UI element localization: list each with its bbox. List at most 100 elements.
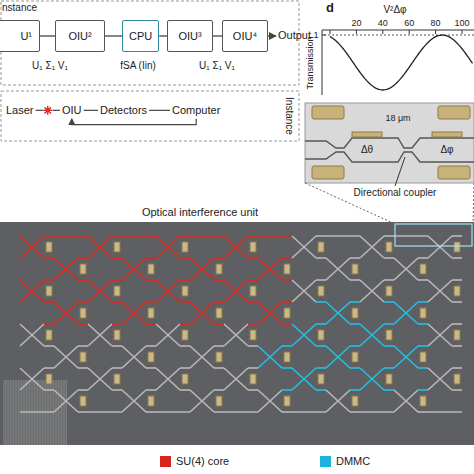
waveguide [78,301,88,303]
tick-mark [435,30,436,34]
waveguide [384,257,394,259]
waveguide [20,324,44,346]
waveguide [384,301,394,303]
waveguide [224,236,248,258]
waveguide [360,411,394,413]
heater-pad [352,264,358,274]
waveguide [258,390,282,412]
waveguide [418,279,428,281]
waveguide [428,411,462,413]
waveguide [44,323,54,325]
waveguide [282,389,292,391]
waveguide [54,302,78,324]
waveguide [78,367,88,369]
waveguide [88,411,122,413]
waveguide [360,236,384,258]
waveguide [326,346,350,368]
waveguide [452,235,462,237]
waveguide [112,279,122,281]
waveguide [326,390,350,412]
wire-bundle [7,380,8,445]
heater-pad [250,374,256,384]
waveguide [384,323,394,325]
waveguide [214,279,224,281]
laser-symbol [43,106,52,115]
label-text: 100 [454,18,469,28]
heater-pad [250,286,256,296]
waveguide [54,258,78,280]
waveguide [78,389,88,391]
legend-text: DMMC [336,455,370,468]
legend-swatch [160,456,171,467]
heater-pad [386,242,392,252]
waveguide [20,280,44,302]
reference-line [324,35,474,36]
label-text: Detectors [100,104,147,117]
waveguide [190,258,214,280]
waveguide [326,390,350,412]
heater-pad [46,242,52,252]
waveguide [326,302,350,324]
label-text: Transmission [305,36,315,89]
wire-bundle [8,380,9,445]
waveguide [292,324,316,346]
legend-swatch [320,456,331,467]
heater-pad [454,242,460,252]
waveguide [54,346,78,368]
heater-pad [318,330,324,340]
waveguide [292,280,316,302]
waveguide [350,389,360,391]
waveguide [394,258,418,280]
contact-pad [312,106,344,119]
waveguide [394,390,418,412]
legend-text: SU(4) core [176,455,229,468]
waveguide [44,345,54,347]
waveguide [78,279,88,281]
box-label: OIU² [68,30,91,42]
waveguide [156,236,180,258]
box-label: OIU³ [178,30,201,42]
waveguide [452,323,462,325]
tick-mark [356,30,357,34]
label-text: U₁ Σ₁ V₁ [199,60,235,72]
waveguide [258,258,282,280]
waveguide [88,236,112,258]
waveguide [44,257,54,259]
waveguide [122,235,156,237]
waveguide [394,235,428,237]
heater-pad [250,330,256,340]
waveguide [350,279,360,281]
waveguide [350,367,360,369]
output-arrow [268,35,276,36]
waveguide [122,346,146,368]
waveguide [224,280,248,302]
heater-pad [454,374,460,384]
waveguide [54,390,78,412]
waveguide [394,390,418,412]
heater-pad [216,396,222,406]
heater-pad [216,308,222,318]
heater-pad [284,396,290,406]
heater-pad [80,396,86,406]
waveguide [452,345,462,347]
waveguide [452,301,462,303]
waveguide [180,235,190,237]
label-text: Instance [283,97,295,135]
waveguide [428,280,452,302]
phase-heater [432,132,462,137]
label-text: Directional coupler [354,187,437,199]
waveguide [20,368,44,390]
label-text: 20 [351,18,361,28]
waveguide [428,324,452,346]
label-text: 18 μm [384,113,411,123]
box-label: CPU [129,30,152,42]
heater-pad [114,330,120,340]
heater-pad [182,374,188,384]
tick-mark [382,30,383,34]
waveguide [20,236,44,258]
waveguide [112,257,122,259]
wire-bundle [58,380,59,445]
phase-heater [352,132,382,137]
wire-bundle [10,380,11,445]
waveguide [54,258,78,280]
